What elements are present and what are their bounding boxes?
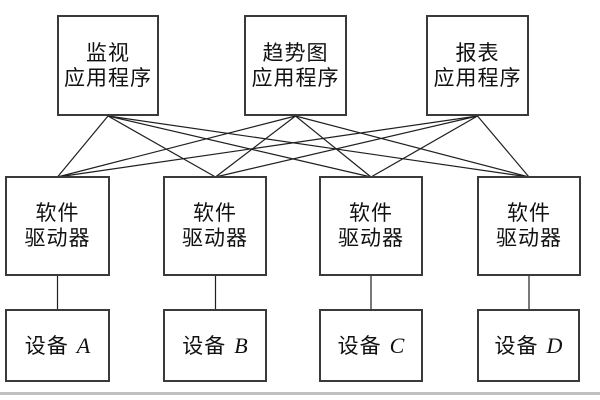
node-device-c: 设备 C xyxy=(319,309,423,382)
node-label-line: 应用程序 xyxy=(433,65,522,90)
device-label: 设备 xyxy=(182,333,227,358)
app-driver-link xyxy=(57,115,478,178)
node-label-line: 驱动器 xyxy=(24,226,91,250)
app-driver-link xyxy=(477,115,530,178)
node-software-driver-2: 软件 驱动器 xyxy=(163,176,267,276)
device-label: 设备 xyxy=(24,333,69,358)
app-driver-link xyxy=(57,115,109,178)
node-label-line: 监视 xyxy=(86,40,130,65)
node-label-line: 报表 xyxy=(455,40,500,65)
device-letter: C xyxy=(389,332,405,358)
node-device-b: 设备 B xyxy=(163,309,267,382)
node-device-a: 设备 A xyxy=(5,309,110,382)
node-software-driver-3: 软件 驱动器 xyxy=(319,176,423,276)
device-letter: A xyxy=(76,332,91,358)
device-letter: D xyxy=(546,332,563,358)
node-monitor-app: 监视 应用程序 xyxy=(57,15,159,116)
device-letter: B xyxy=(234,332,248,358)
app-driver-link xyxy=(107,115,372,178)
device-label: 设备 xyxy=(494,333,539,358)
node-label-line: 软件 xyxy=(35,201,80,225)
app-driver-link xyxy=(370,115,478,178)
scan-edge-artifact xyxy=(0,392,600,395)
node-label-line: 软件 xyxy=(507,201,551,225)
node-label-line: 趋势图 xyxy=(262,40,329,65)
node-label-line: 驱动器 xyxy=(182,226,248,250)
node-report-app: 报表 应用程序 xyxy=(426,15,529,116)
app-driver-link xyxy=(107,115,530,178)
node-software-driver-1: 软件 驱动器 xyxy=(5,176,110,276)
node-software-driver-4: 软件 驱动器 xyxy=(477,176,581,276)
node-trend-app: 趋势图 应用程序 xyxy=(244,15,347,116)
app-driver-link xyxy=(57,115,296,178)
node-label-line: 软件 xyxy=(349,201,393,225)
app-driver-link xyxy=(295,115,372,178)
node-device-d: 设备 D xyxy=(477,309,580,382)
node-label-line: 驱动器 xyxy=(338,226,404,250)
app-driver-link xyxy=(215,115,478,178)
app-driver-link xyxy=(215,115,296,178)
node-label-line: 软件 xyxy=(193,201,237,225)
device-label: 设备 xyxy=(337,333,382,358)
app-driver-link xyxy=(107,115,216,178)
node-label-line: 驱动器 xyxy=(496,226,562,250)
node-label-line: 应用程序 xyxy=(64,65,152,90)
node-label-line: 应用程序 xyxy=(251,65,340,90)
app-driver-link xyxy=(295,115,530,178)
